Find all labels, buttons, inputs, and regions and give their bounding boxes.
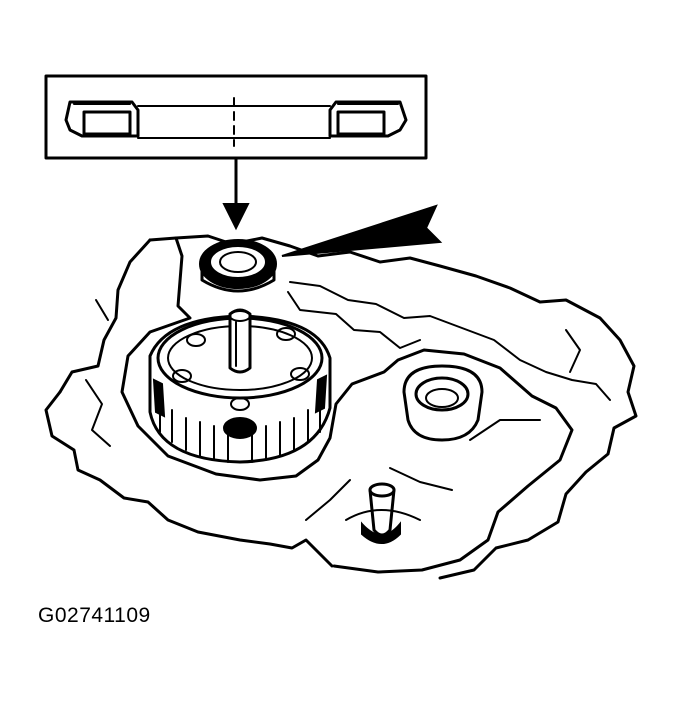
case-boss [402,364,484,442]
bearing-section-right [328,100,408,138]
clutch-drum-assembly [148,308,332,464]
transmission-case [44,234,638,580]
bearing-part [199,239,277,293]
bearing-section-left [64,100,140,138]
drum-holes [172,327,310,411]
locating-pin [345,482,421,544]
leader-arrow [222,156,250,231]
drum-splines [152,374,328,463]
direction-arrow [281,204,443,257]
bearing-detail-inset [44,74,428,160]
figure-code-label: G02741109 [38,604,151,627]
input-shaft [228,308,252,374]
